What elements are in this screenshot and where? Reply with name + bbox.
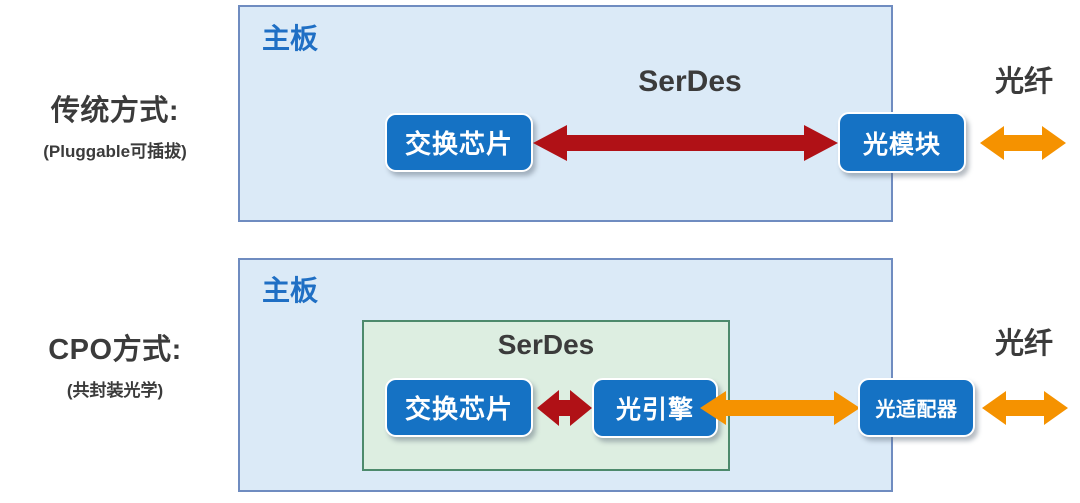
serdes-link-arrow-traditional — [533, 125, 838, 161]
optical-engine-cpo[interactable]: 光引擎 — [592, 378, 718, 438]
row-title-cpo: CPO方式: — [48, 334, 182, 366]
fiber-label-traditional: 光纤 — [994, 66, 1053, 98]
row-subtitle-cpo: (共封装光学) — [66, 380, 164, 400]
serdes-link-arrow-cpo — [537, 390, 592, 426]
switch-chip-cpo[interactable]: 交换芯片 — [385, 378, 533, 437]
row-subtitle-traditional: (Pluggable可插拔) — [43, 141, 187, 161]
board-title-traditional: 主板 — [262, 23, 319, 54]
switch-chip-traditional[interactable]: 交换芯片 — [385, 113, 533, 172]
optical-adapter-label: 光适配器 — [875, 399, 958, 421]
optical-adapter-cpo[interactable]: 光适配器 — [858, 378, 975, 437]
optical-module-label: 光模块 — [862, 130, 941, 159]
optical-module-traditional[interactable]: 光模块 — [838, 112, 966, 173]
switch-chip-label: 交换芯片 — [404, 394, 513, 424]
engine-adapter-arrow-cpo — [700, 391, 860, 425]
optical-engine-label: 光引擎 — [615, 396, 694, 424]
serdes-label-traditional: SerDes — [638, 65, 742, 98]
motherboard-traditional — [238, 5, 893, 222]
row-title-traditional: 传统方式: — [50, 95, 180, 127]
fiber-link-arrow-cpo — [982, 391, 1068, 425]
fiber-link-arrow-traditional — [980, 126, 1066, 160]
row-label-traditional: 传统方式: (Pluggable可插拔) — [0, 95, 230, 162]
switch-chip-label: 交换芯片 — [404, 129, 513, 159]
serdes-label-cpo: SerDes — [497, 329, 595, 360]
row-label-cpo: CPO方式: (共封装光学) — [0, 334, 230, 401]
fiber-label-cpo: 光纤 — [994, 328, 1053, 360]
board-title-cpo: 主板 — [262, 275, 319, 306]
